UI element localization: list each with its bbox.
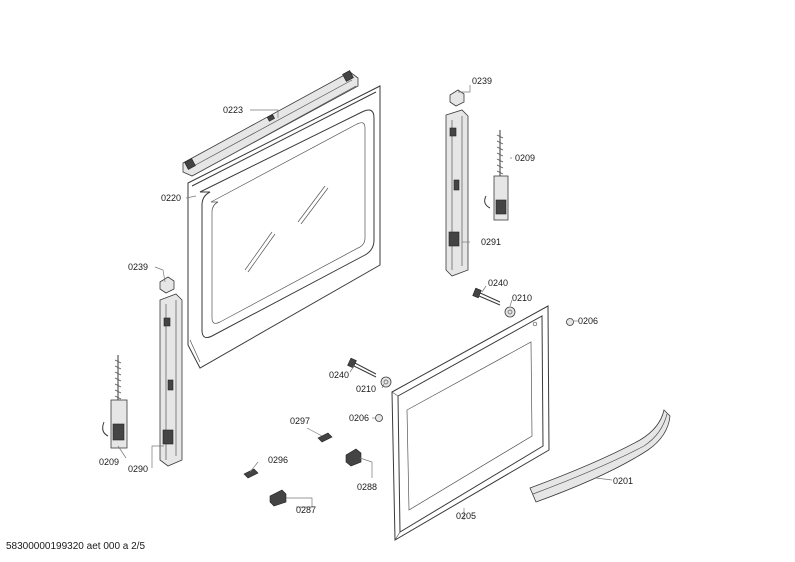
callout-labels: 0223 0220 0239 0209 0291 0239 0240 0210 … [99,76,633,521]
hinge-bracket-0291 [445,109,469,277]
label-0240-right: 0240 [488,278,508,288]
nut-0206-right [566,318,574,326]
hinge-bracket-0290 [159,293,183,467]
label-0288: 0288 [357,482,377,492]
top-trim-strip-0223 [182,70,359,177]
screw-0240-mid [347,357,377,378]
label-0223: 0223 [223,105,243,115]
label-0210-right: 0210 [512,293,532,303]
clip-0239-right [449,89,465,107]
washer-0210-right [504,306,516,318]
hinge-0209-left [102,355,128,449]
label-0220: 0220 [161,193,181,203]
label-0240-mid: 0240 [329,370,349,380]
inner-door-panel-0220 [187,85,381,369]
nut-0206-mid [375,414,383,422]
label-0290: 0290 [128,464,148,474]
label-0296: 0296 [268,455,288,465]
label-0239-top: 0239 [472,76,492,86]
door-handle-0201 [529,409,671,503]
document-code: 58300000199320 aet 000 a 2/5 [6,541,146,552]
hinge-0209-right [484,130,509,221]
leader-lines [117,85,613,520]
label-0206-right: 0206 [578,316,598,326]
clip-0239-left [159,276,175,294]
fitting-0288 [345,448,362,467]
label-0209-right: 0209 [515,153,535,163]
fitting-0287 [269,489,287,507]
screw-0240-right [472,287,501,306]
label-0287: 0287 [296,505,316,515]
label-0291: 0291 [481,237,501,247]
fitting-0297 [317,432,333,443]
outer-door-0205 [391,305,550,541]
label-0201: 0201 [613,476,633,486]
label-0205: 0205 [456,511,476,521]
label-0210-mid: 0210 [356,384,376,394]
label-0206-mid: 0206 [349,413,369,423]
label-0239-left: 0239 [128,262,148,272]
washer-0210-mid [380,376,392,388]
label-0209-left: 0209 [99,457,119,467]
label-0297: 0297 [290,416,310,426]
